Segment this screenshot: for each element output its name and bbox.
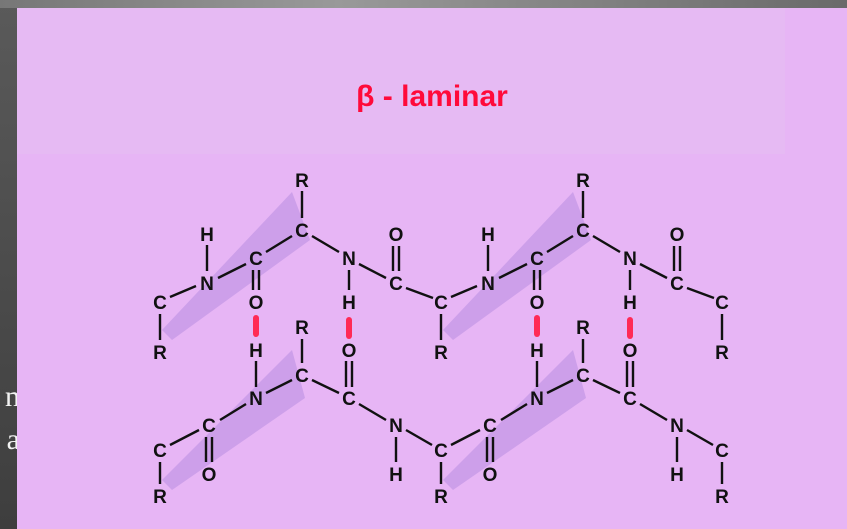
top-1-c-carbonyl: C (530, 249, 544, 270)
top-0-c-alpha: C (295, 221, 309, 242)
bot-0-o: O (202, 465, 217, 486)
top-1-b4 (498, 262, 528, 280)
bot-1-b12 (686, 428, 714, 447)
bot-1-o2: O (623, 341, 638, 362)
bot-1-c-alpha: C (576, 366, 590, 387)
bot-0-o2: O (342, 341, 357, 362)
top-1-o2: O (670, 225, 685, 246)
bot-0-b3 (265, 378, 293, 395)
top-1-c-alpha-left: C (434, 293, 448, 314)
top-0-b4 (217, 262, 247, 280)
bot-1-b4 (500, 402, 528, 422)
bot-0-h-n2: H (389, 465, 403, 486)
bot-0-c-carbonyl: C (202, 416, 216, 437)
side-text-2: a (6, 425, 20, 455)
top-1-b8 (592, 234, 621, 254)
top-0-r-left: R (153, 343, 167, 364)
bot-0-shade (162, 350, 305, 490)
hydrogen-bonds (253, 315, 633, 339)
top-1-c-alpha: C (576, 221, 590, 242)
top-1-b10 (639, 262, 668, 280)
top-0-c-carbonyl2: C (389, 274, 403, 295)
bot-0-b10 (358, 402, 387, 422)
bot-1-n2: N (670, 416, 684, 437)
bot-1-c-alpha-left: C (434, 441, 448, 462)
top-1-b12 (686, 286, 715, 300)
bot-0-b4 (219, 402, 247, 422)
bot-1-c-carbonyl: C (483, 416, 497, 437)
bot-0-c-alpha: C (295, 366, 309, 387)
top-1-r-top: R (576, 171, 590, 192)
bot-1-r-top: R (576, 318, 590, 339)
top-1-shade (443, 192, 591, 340)
bot-1-n: N (530, 389, 544, 410)
side-text-1: n (5, 382, 20, 412)
bot-0-n2: N (389, 416, 403, 437)
slide-edge (0, 0, 847, 8)
bot-1-c-carbonyl2: C (623, 389, 637, 410)
top-tail-c-alpha: C (715, 293, 729, 314)
bot-1-h-n2: H (670, 465, 684, 486)
top-0-o2: O (389, 225, 404, 246)
top-0-shade (162, 192, 310, 340)
bot-1-b6 (450, 428, 481, 447)
top-0-c-carbonyl: C (249, 249, 263, 270)
top-0-h-n: H (200, 225, 214, 246)
top-1-r-left: R (434, 343, 448, 364)
bot-1-shade (443, 350, 586, 490)
top-0-b10 (358, 262, 387, 280)
bot-0-c-alpha-left: C (153, 441, 167, 462)
title-band (17, 8, 785, 154)
bot-0-n: N (249, 389, 263, 410)
bot-1-b3 (546, 378, 574, 395)
top-tail-r: R (715, 343, 729, 364)
top-1-h-n: H (481, 225, 495, 246)
page-title: β - laminar (356, 80, 508, 113)
bot-0-b6 (169, 428, 200, 447)
top-1-h-n2: H (623, 293, 637, 314)
bot-0-b12 (405, 428, 433, 447)
top-0-c-alpha-left: C (153, 293, 167, 314)
bot-1-r-left: R (434, 487, 448, 508)
top-1-o: O (530, 293, 545, 314)
top-0-h-n2: H (342, 293, 356, 314)
covalent-bonds (158, 191, 724, 484)
top-0-b6 (265, 234, 293, 254)
top-1-n: N (481, 274, 495, 295)
bot-0-r-left: R (153, 487, 167, 508)
top-0-r-top: R (295, 171, 309, 192)
bot-tail-c-alpha: C (715, 441, 729, 462)
atom-labels: R C N H C O C R N H C O R C N H C O C R N H C O C R H R N C C O C R O C N H H R… (153, 171, 729, 508)
top-0-n: N (200, 274, 214, 295)
top-0-b12 (405, 286, 434, 300)
top-0-b2 (169, 284, 197, 299)
top-1-c-carbonyl2: C (670, 274, 684, 295)
bot-0-h-n: H (249, 341, 263, 362)
top-0-b8 (311, 234, 340, 254)
top-1-n2: N (623, 249, 637, 270)
top-1-b2 (450, 284, 478, 299)
bot-1-b9 (592, 378, 621, 395)
bot-0-c-carbonyl2: C (342, 389, 356, 410)
top-0-o: O (249, 293, 264, 314)
bot-0-b9 (311, 378, 340, 395)
bot-1-h-n: H (530, 341, 544, 362)
top-1-b6 (546, 234, 574, 254)
peptide-plane-shades (162, 192, 591, 490)
bot-0-r-top: R (295, 318, 309, 339)
bot-1-o: O (483, 465, 498, 486)
top-0-n2: N (342, 249, 356, 270)
bot-1-b10 (639, 402, 668, 422)
bot-tail-r: R (715, 487, 729, 508)
